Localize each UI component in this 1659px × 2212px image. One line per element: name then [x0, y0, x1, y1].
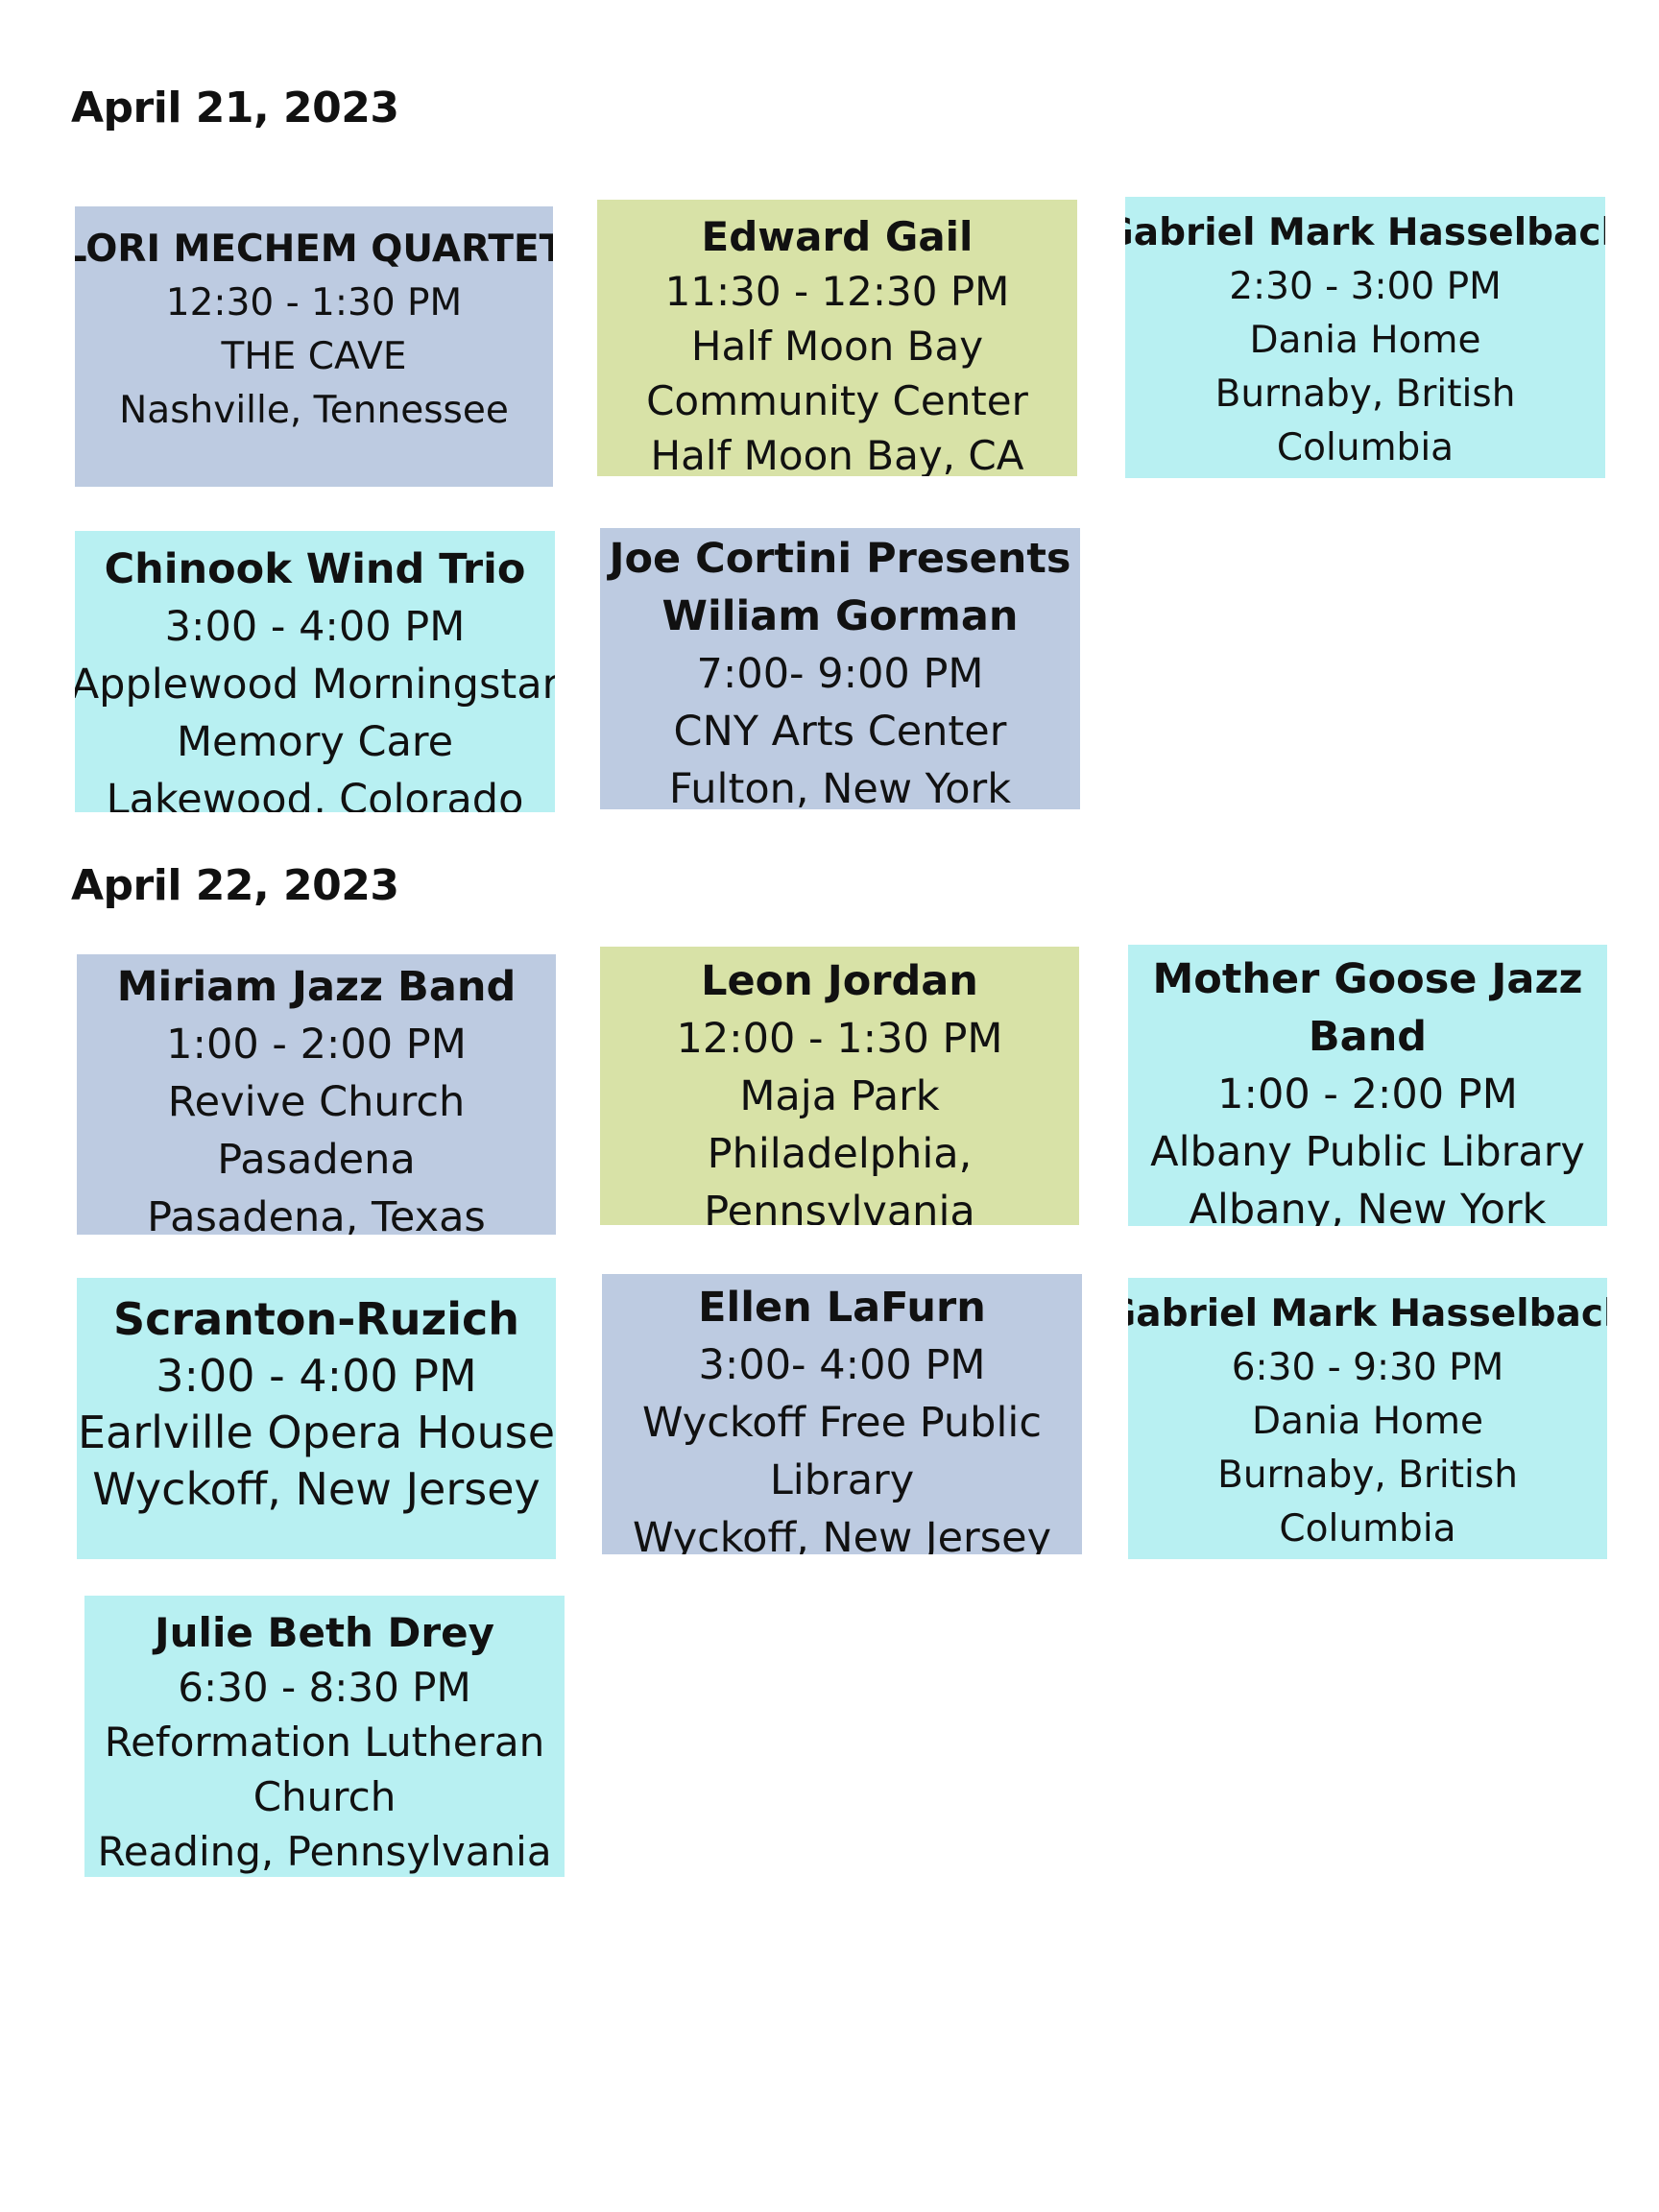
- event-card: LORI MECHEM QUARTET 12:30 - 1:30 PM THE …: [75, 206, 553, 487]
- event-venue: Maja Park: [739, 1072, 940, 1120]
- event-venue: Library: [769, 1456, 915, 1504]
- event-location: Pasadena, Texas: [147, 1193, 486, 1235]
- event-title: Leon Jordan: [701, 957, 978, 1005]
- event-title: Joe Cortini Presents: [609, 535, 1071, 583]
- event-title: Miriam Jazz Band: [116, 963, 517, 1011]
- event-card: Chinook Wind Trio 3:00 - 4:00 PM Applewo…: [75, 531, 555, 812]
- event-time: 1:00 - 2:00 PM: [166, 1021, 467, 1069]
- event-card: Leon Jordan 12:00 - 1:30 PM Maja Park Ph…: [600, 947, 1079, 1225]
- event-venue: Albany Public Library: [1150, 1128, 1585, 1176]
- event-time: 12:30 - 1:30 PM: [165, 281, 463, 325]
- date-heading: April 22, 2023: [71, 861, 399, 910]
- event-venue: Dania Home: [1252, 1400, 1483, 1443]
- event-location: Albany, New York: [1189, 1186, 1547, 1226]
- event-card: Gabriel Mark Hasselbach 6:30 - 9:30 PM D…: [1128, 1278, 1607, 1559]
- event-title: Band: [1308, 1013, 1428, 1061]
- event-time: 3:00 - 4:00 PM: [164, 603, 466, 651]
- event-venue: Community Center: [646, 377, 1028, 424]
- event-card: Ellen LaFurn 3:00- 4:00 PM Wyckoff Free …: [602, 1274, 1082, 1554]
- event-location: Nashville, Tennessee: [119, 389, 509, 432]
- event-time: 1:00 - 2:00 PM: [1217, 1070, 1518, 1118]
- event-title: Gabriel Mark Hasselbach: [1128, 1292, 1607, 1335]
- event-venue: THE CAVE: [221, 335, 407, 378]
- event-time: 12:00 - 1:30 PM: [676, 1015, 1003, 1063]
- event-venue: CNY Arts Center: [673, 708, 1007, 756]
- event-time: 6:30 - 9:30 PM: [1231, 1346, 1504, 1389]
- event-title: Ellen LaFurn: [698, 1284, 986, 1332]
- event-time: 3:00 - 4:00 PM: [156, 1350, 477, 1402]
- event-card: Gabriel Mark Hasselbach 2:30 - 3:00 PM D…: [1125, 197, 1605, 478]
- event-card: Mother Goose Jazz Band 1:00 - 2:00 PM Al…: [1128, 945, 1607, 1226]
- event-location: Wyckoff, New Jersey: [92, 1463, 541, 1515]
- event-venue: Memory Care: [176, 718, 454, 766]
- event-card: Scranton-Ruzich 3:00 - 4:00 PM Earlville…: [77, 1278, 556, 1559]
- event-location: Pennsylvania: [704, 1188, 975, 1225]
- event-venue: Church: [252, 1773, 397, 1820]
- date-heading: April 21, 2023: [71, 84, 399, 132]
- event-card: Edward Gail 11:30 - 12:30 PM Half Moon B…: [597, 200, 1077, 476]
- event-location: Fulton, New York: [668, 765, 1012, 809]
- event-location: Burnaby, British: [1214, 373, 1516, 416]
- event-venue: Applewood Morningstar: [75, 661, 555, 709]
- event-title: Mother Goose Jazz: [1152, 955, 1583, 1003]
- event-title: Scranton-Ruzich: [112, 1293, 520, 1345]
- event-location: Half Moon Bay, CA: [650, 432, 1024, 476]
- event-title: Julie Beth Drey: [155, 1609, 494, 1656]
- event-venue: Dania Home: [1249, 319, 1481, 362]
- event-card: Joe Cortini Presents Wiliam Gorman 7:00-…: [600, 528, 1080, 809]
- event-location: Burnaby, British: [1217, 1454, 1518, 1497]
- event-location: Lakewood, Colorado: [106, 776, 524, 812]
- event-time: 2:30 - 3:00 PM: [1229, 265, 1502, 308]
- event-card: Julie Beth Drey 6:30 - 8:30 PM Reformati…: [84, 1596, 565, 1877]
- event-venue: Earlville Opera House: [77, 1407, 555, 1458]
- event-venue: Reformation Lutheran: [104, 1719, 545, 1766]
- event-location: Columbia: [1279, 1507, 1456, 1551]
- event-title: Wiliam Gorman: [661, 592, 1019, 640]
- event-venue: Wyckoff Free Public: [642, 1399, 1042, 1447]
- event-time: 11:30 - 12:30 PM: [664, 268, 1010, 315]
- event-location: Reading, Pennsylvania: [97, 1828, 552, 1875]
- event-location: Philadelphia,: [707, 1130, 973, 1178]
- event-title: Chinook Wind Trio: [104, 545, 526, 593]
- event-venue: Revive Church: [167, 1078, 466, 1126]
- event-location: Wyckoff, New Jersey: [632, 1514, 1052, 1554]
- event-title: Edward Gail: [701, 213, 974, 260]
- event-title: LORI MECHEM QUARTET: [75, 228, 553, 271]
- event-time: 3:00- 4:00 PM: [698, 1341, 986, 1389]
- event-location: Columbia: [1276, 426, 1455, 469]
- event-time: 6:30 - 8:30 PM: [178, 1664, 471, 1711]
- event-venue: Pasadena: [217, 1136, 416, 1184]
- event-venue: Half Moon Bay: [690, 323, 984, 370]
- event-card: Miriam Jazz Band 1:00 - 2:00 PM Revive C…: [77, 954, 556, 1235]
- event-title: Gabriel Mark Hasselbach: [1125, 211, 1605, 254]
- event-time: 7:00- 9:00 PM: [696, 650, 984, 698]
